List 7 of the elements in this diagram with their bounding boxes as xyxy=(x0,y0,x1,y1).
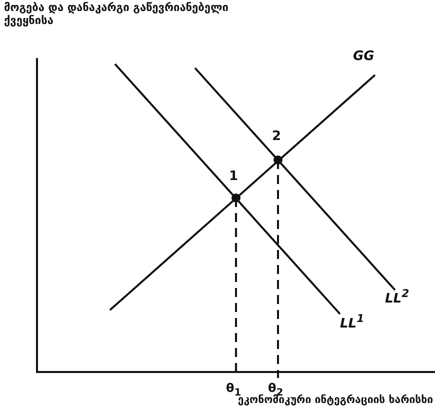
tick-label: θ$_{1}$ xyxy=(226,382,242,398)
point-label: 2 xyxy=(272,130,282,145)
axis-title: მოგება და დანაკარგი გაწევრიანებელი ქვეყნისა xyxy=(4,2,230,28)
curve-label: LL$^{2}$ xyxy=(385,288,410,308)
point-label: 1 xyxy=(229,170,238,185)
curve-label: LL$^{1}$ xyxy=(340,313,364,332)
curve-label: GG xyxy=(353,50,374,65)
